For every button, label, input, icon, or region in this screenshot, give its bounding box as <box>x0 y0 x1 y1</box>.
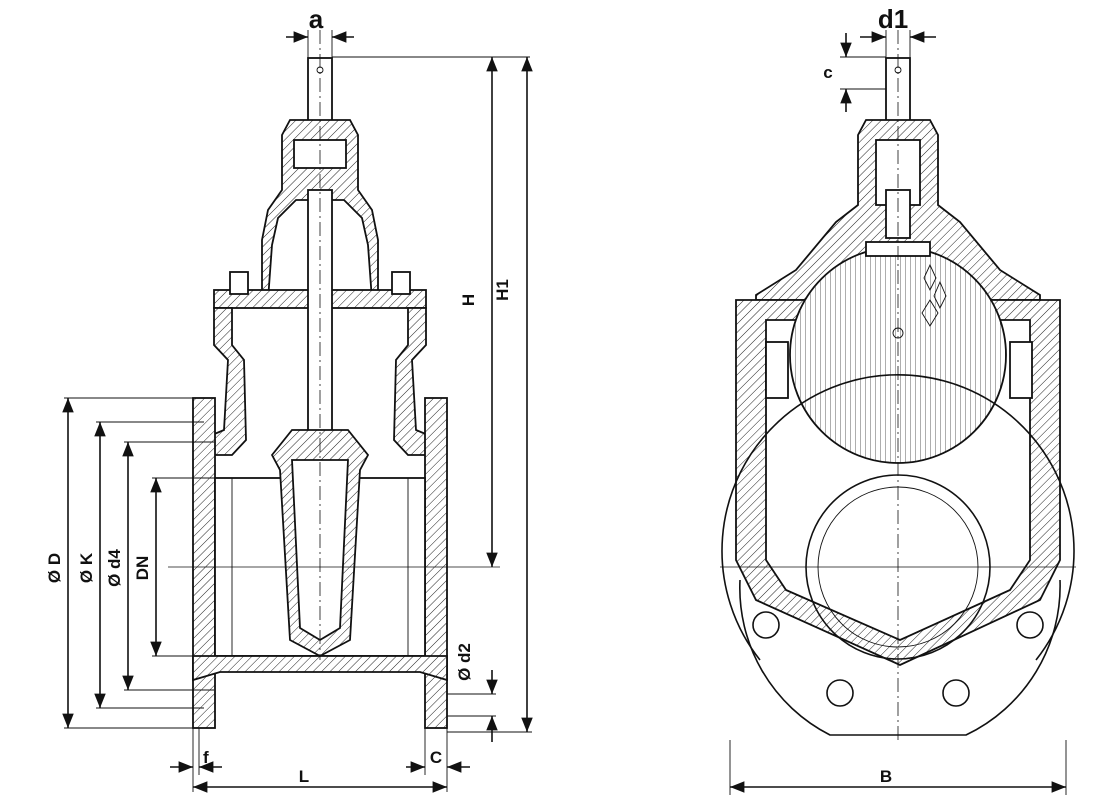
label-OK: Ø K <box>77 552 96 583</box>
label-H1: H1 <box>493 279 512 301</box>
stem-top <box>307 57 333 129</box>
side-section-view <box>168 30 500 729</box>
label-DN: DN <box>133 556 152 581</box>
label-Od2: Ø d2 <box>455 643 474 681</box>
label-C: C <box>430 748 442 767</box>
label-f: f <box>203 748 209 767</box>
label-c: c <box>823 63 832 82</box>
label-OD: Ø D <box>45 553 64 583</box>
label-L: L <box>299 767 309 786</box>
label-H: H <box>459 294 478 306</box>
bonnet-neck <box>261 119 379 301</box>
label-a: a <box>309 4 324 34</box>
label-Od4: Ø d4 <box>105 549 124 587</box>
label-d1: d1 <box>878 4 908 34</box>
label-B: B <box>880 767 892 786</box>
stem-top-front <box>885 57 911 129</box>
bolt-left <box>229 271 249 295</box>
bolt-right <box>391 271 411 295</box>
front-view <box>720 30 1076 740</box>
dimensions: a d1 c H H1 Ø D Ø K <box>45 4 1067 795</box>
